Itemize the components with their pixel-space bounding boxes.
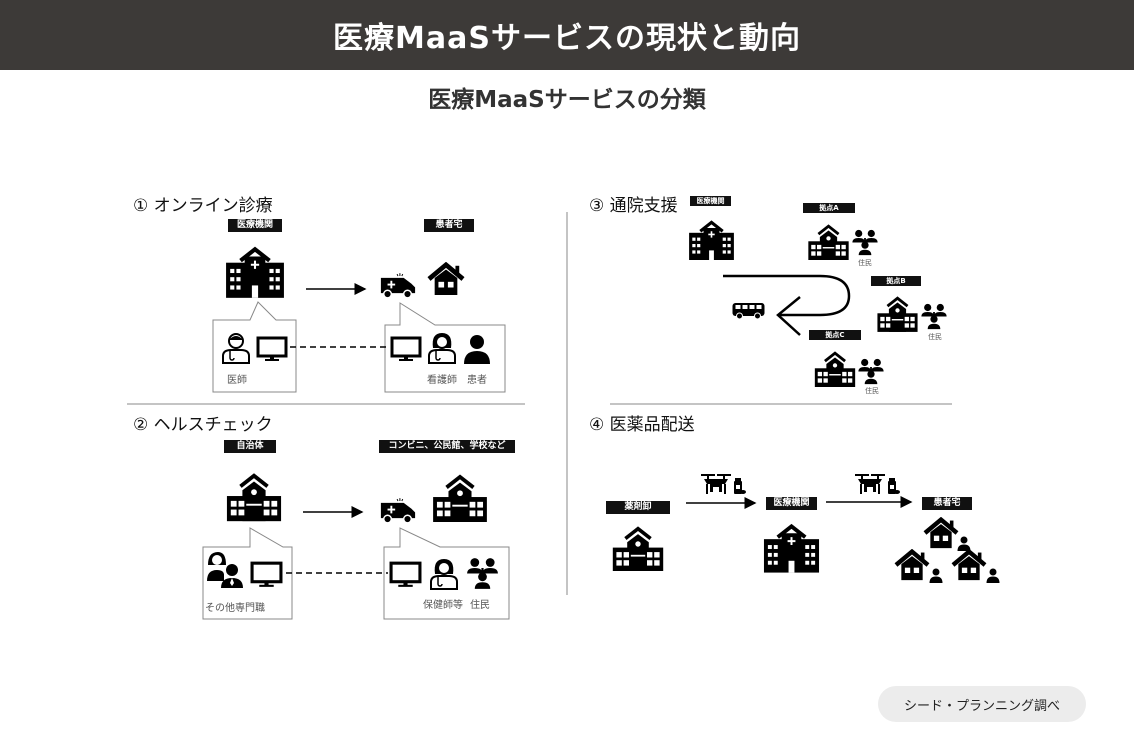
base-a-building-icon: [806, 224, 851, 260]
bus-icon: [731, 302, 766, 320]
label-residents: 住民: [858, 259, 872, 267]
label-doctor: 医師: [227, 375, 247, 386]
drone-icon: [701, 474, 746, 494]
label-nurse: 看護師: [427, 375, 457, 386]
label-residents: 住民: [928, 333, 942, 341]
diagram-subtitle: 医療MaaSサービスの分類: [428, 87, 706, 113]
section-title-health-check: ② ヘルスチェック: [133, 415, 273, 435]
tag-base-c: 拠点C: [809, 330, 861, 340]
tag-sites: コンビニ、公民館、学校など: [379, 440, 515, 453]
house-icon: [429, 265, 463, 295]
tag-patient-home: 患者宅: [922, 497, 972, 510]
label-residents: 住民: [865, 387, 879, 395]
section-title-online: ① オンライン診療: [133, 196, 273, 216]
drone-icon: [855, 474, 900, 494]
patient-icon: [957, 536, 971, 551]
residents-icon: [858, 358, 884, 385]
tag-wholesaler: 薬剤卸: [606, 501, 670, 514]
base-c-building-icon: [813, 351, 857, 387]
hospital-icon: [226, 249, 284, 298]
tag-municipality: 自治体: [224, 440, 276, 453]
patient-icon: [929, 568, 943, 583]
route-u-turn-arrow: [723, 274, 851, 336]
section-title-delivery: ④ 医薬品配送: [589, 415, 695, 435]
label-public-health-nurses: 保健師等: [423, 600, 463, 611]
tag-hospital: 医療機関: [690, 196, 731, 206]
tag-hospital: 医療機関: [766, 497, 817, 510]
school-icon: [431, 474, 489, 522]
callout-box-municipal: [202, 527, 293, 620]
house-icon: [896, 552, 928, 580]
label-patient: 患者: [467, 375, 487, 386]
tag-base-b: 拠点B: [871, 276, 921, 286]
tag-base-a: 拠点A: [803, 203, 855, 213]
ambulance-icon: [380, 497, 416, 524]
tag-hospital: 医療機関: [228, 219, 282, 232]
label-residents: 住民: [470, 600, 490, 611]
page-title: 医療MaaSサービスの現状と動向: [333, 21, 801, 56]
callout-box-hospital: [212, 301, 297, 393]
section-title-transport: ③ 通院支援: [589, 196, 678, 216]
label-specialists: その他専門職: [205, 603, 265, 614]
house-icon: [953, 552, 985, 580]
ambulance-icon: [380, 272, 416, 299]
tag-patient-home: 患者宅: [424, 219, 474, 232]
municipal-building-icon: [225, 473, 283, 522]
wholesaler-building-icon: [611, 526, 665, 571]
residents-icon: [852, 229, 878, 256]
residents-icon: [921, 303, 947, 330]
header-bar: 医療MaaSサービスの現状と動向: [0, 0, 1134, 70]
hospital-icon: [762, 524, 821, 573]
hospital-icon: [687, 220, 736, 260]
patient-icon: [986, 568, 1000, 583]
source-note: シード・プランニング調べ: [878, 686, 1086, 722]
base-b-building-icon: [876, 296, 919, 332]
house-icon: [925, 520, 957, 548]
